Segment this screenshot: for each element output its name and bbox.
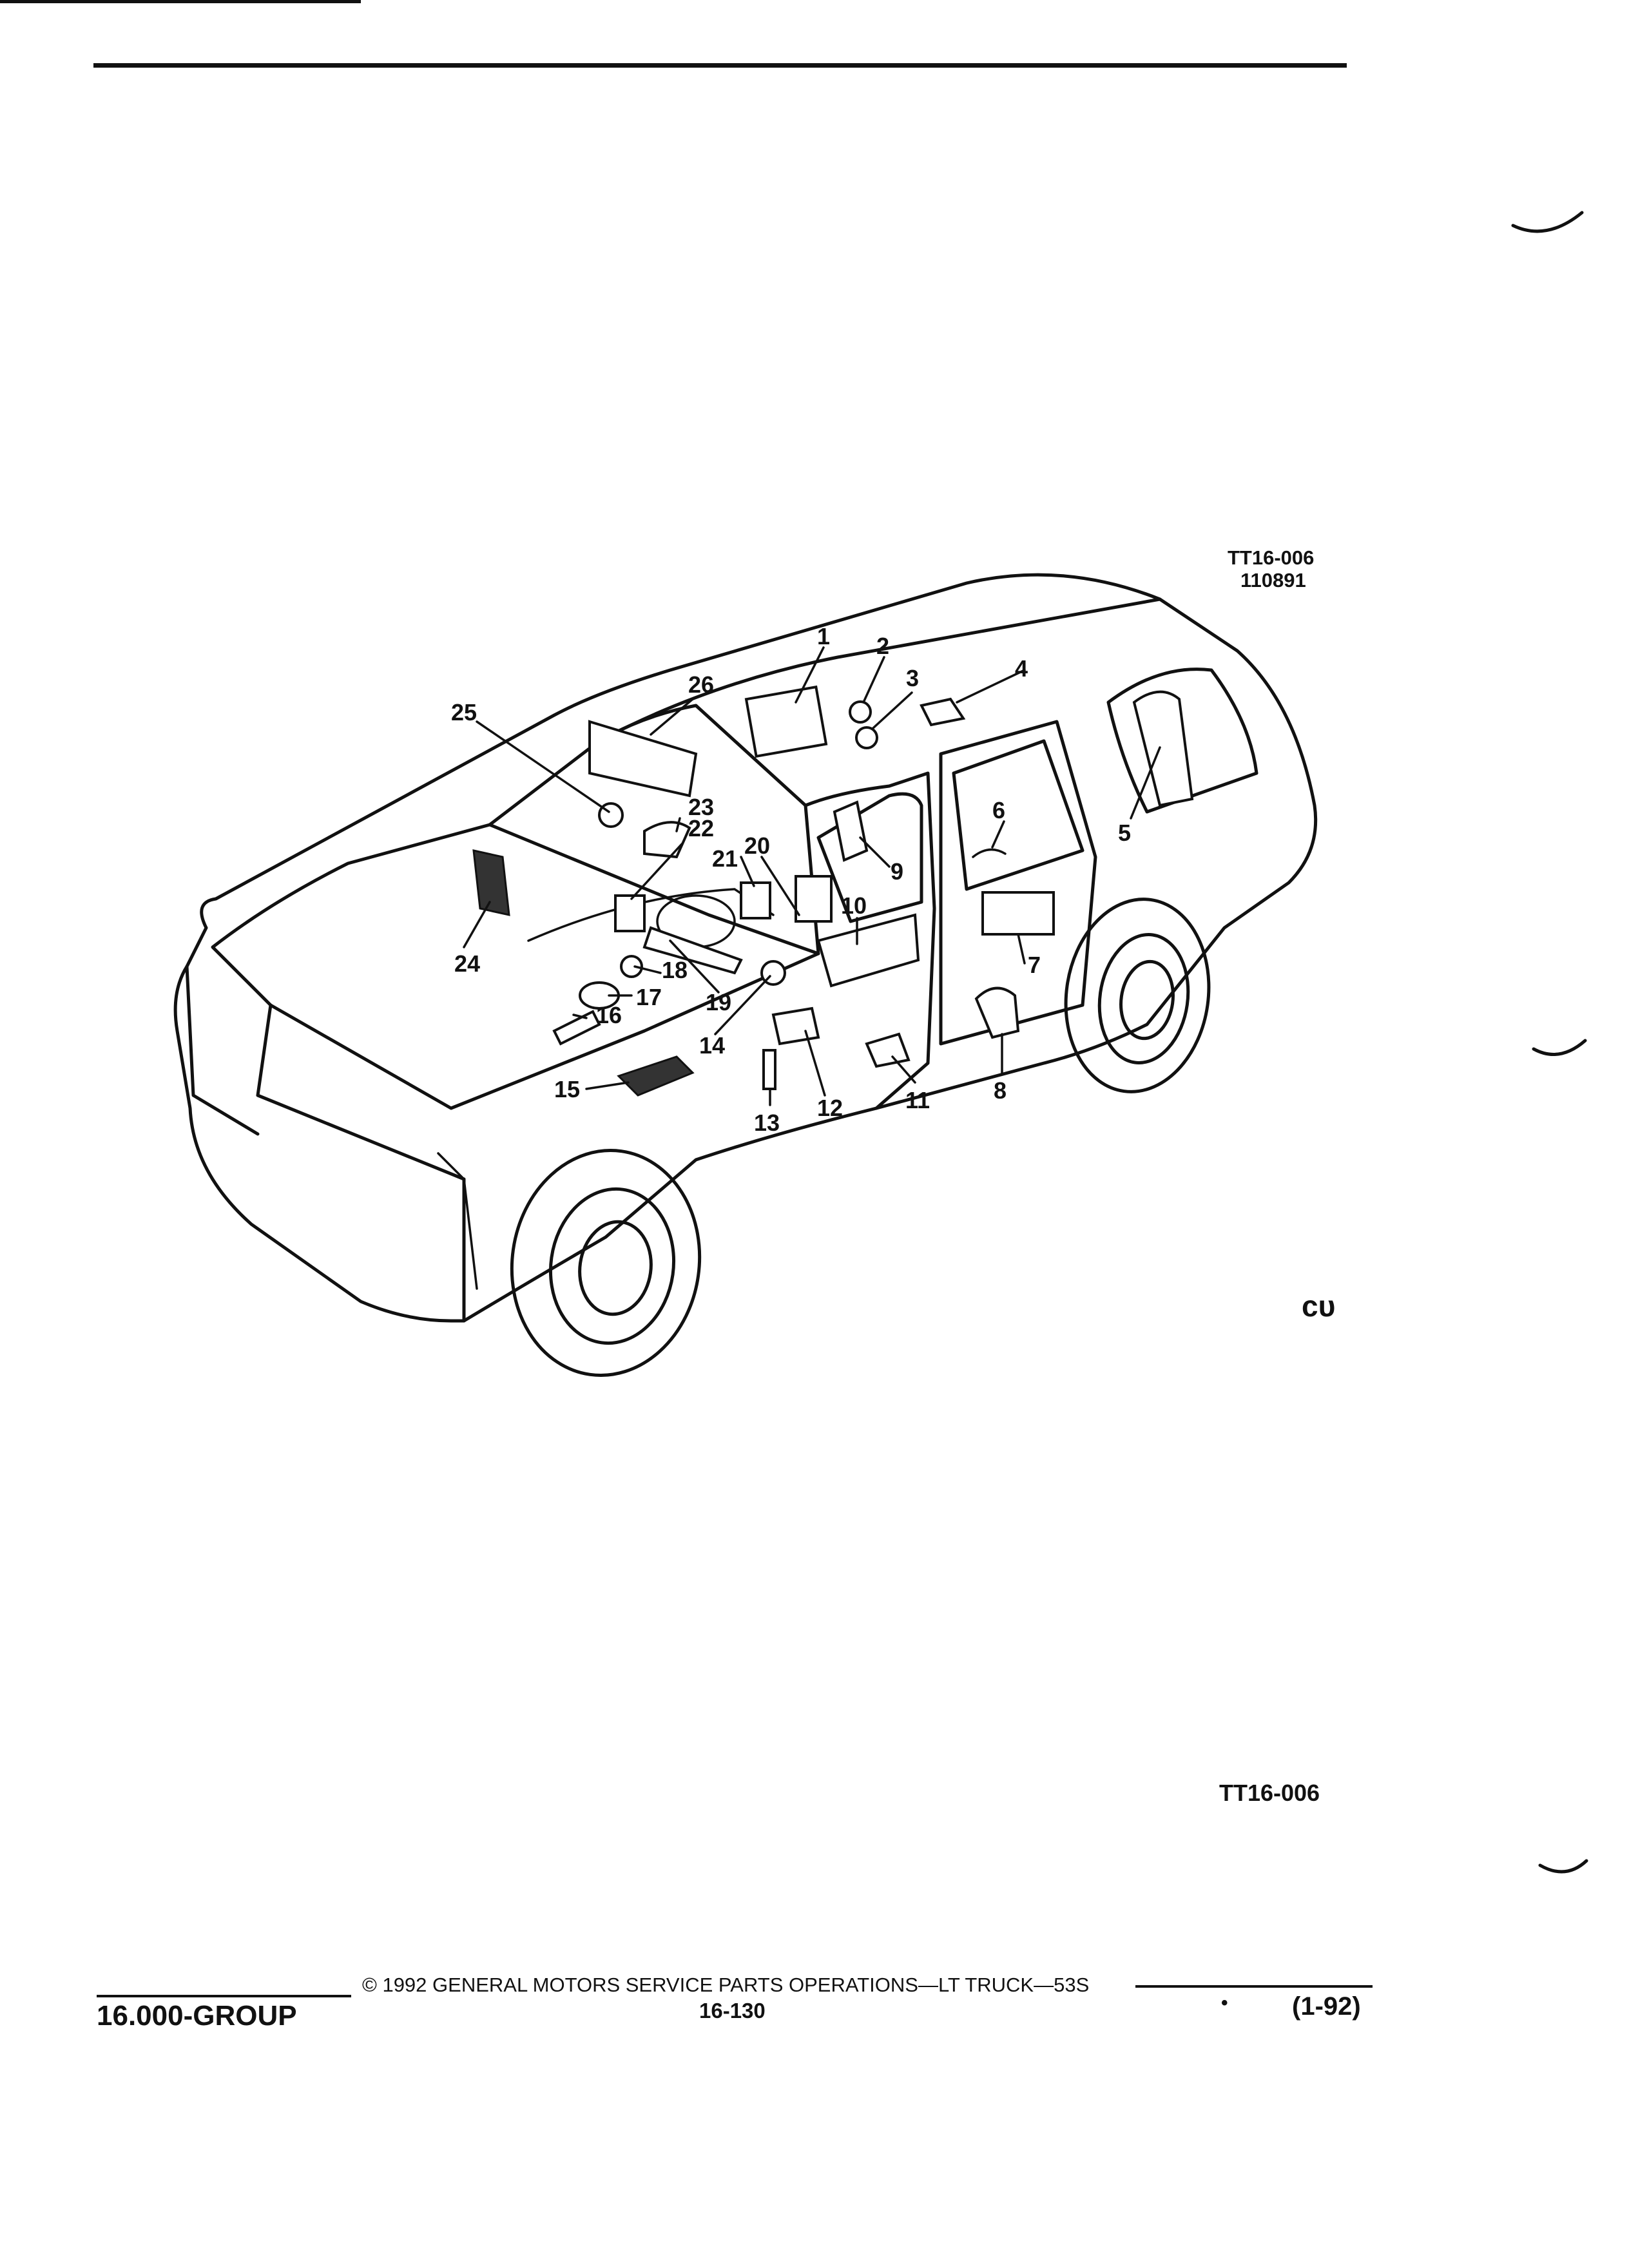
callout-21: 21	[712, 845, 738, 872]
rear-wheel	[1064, 898, 1211, 1093]
part-3-bulb	[855, 726, 878, 749]
vehicle-body-outline	[173, 573, 1318, 1323]
footer-bullet: •	[1221, 1992, 1228, 2013]
part-1-dome-lamp	[744, 685, 828, 758]
part-22-switch	[614, 894, 646, 932]
part-2-bulb	[849, 700, 872, 724]
part-8-actuator	[974, 986, 1020, 1039]
callout-16: 16	[596, 1002, 622, 1028]
figure-code-bottom: TT16-006	[1219, 1780, 1320, 1806]
part-9-bezel	[833, 800, 869, 862]
callout-8: 8	[994, 1077, 1007, 1104]
part-15-pad	[617, 1055, 695, 1097]
hood-outline	[211, 823, 820, 1110]
bumper-line	[437, 1152, 478, 1290]
footer-page-number: 16-130	[699, 1999, 766, 2023]
front-fender-outline	[256, 1003, 466, 1323]
front-window-outline	[816, 792, 923, 923]
part-10-switch-panel	[816, 913, 920, 988]
callout-1: 1	[817, 623, 830, 649]
grille-outline	[185, 965, 260, 1136]
callout-23: 23	[688, 794, 714, 820]
figure-code: TT16-006	[1228, 546, 1315, 569]
part-5-weatherstrip	[1132, 690, 1194, 807]
callout-5: 5	[1118, 820, 1131, 846]
part-16-switch	[552, 1010, 601, 1046]
part-26-console	[588, 720, 698, 798]
callout-24: 24	[454, 950, 480, 977]
part-19-column-switch	[642, 926, 743, 975]
callout-20: 20	[744, 832, 770, 859]
footer-revision: (1-92)	[1292, 1992, 1361, 2021]
margin-mark	[1511, 211, 1584, 233]
callout-25: 25	[451, 699, 477, 726]
part-11-lamp	[865, 1032, 911, 1068]
quarter-window-outline	[1106, 668, 1258, 814]
callout-6: 6	[992, 797, 1005, 823]
footer-rule-left	[97, 1995, 351, 1997]
footer-copyright: © 1992 GENERAL MOTORS SERVICE PARTS OPER…	[362, 1974, 1090, 1996]
callout-3: 3	[906, 665, 919, 691]
callout-22: 22	[688, 815, 714, 841]
gm-mark: ᴄᴜ	[1302, 1289, 1336, 1323]
roof-line	[597, 597, 1162, 743]
callout-labels: 1 2 3 4 5 6 7 8 9 10 11 12 13 14 15 16 1…	[451, 623, 1131, 1136]
callout-17: 17	[636, 984, 662, 1010]
margin-mark	[1538, 1859, 1588, 1874]
part-4-clip	[920, 697, 966, 727]
callout-19: 19	[706, 989, 731, 1015]
callout-10: 10	[841, 892, 867, 919]
callout-12: 12	[817, 1095, 843, 1121]
part-18-washer	[620, 955, 643, 978]
part-23-lamp	[643, 821, 691, 859]
part-12-bracket	[771, 1006, 820, 1046]
part-13-fastener	[762, 1049, 776, 1090]
header-rule-short	[0, 0, 361, 3]
callout-9: 9	[891, 858, 903, 885]
margin-mark	[1532, 1039, 1587, 1056]
part-24-bezel	[472, 849, 510, 916]
callout-26: 26	[688, 671, 714, 698]
part-20-switch	[795, 875, 833, 923]
footer-rule-right	[1135, 1985, 1373, 1988]
front-wheel	[510, 1149, 702, 1377]
header-rule	[93, 63, 1347, 68]
callout-11: 11	[905, 1087, 930, 1113]
callout-4: 4	[1015, 655, 1028, 682]
callout-7: 7	[1028, 952, 1041, 978]
callout-2: 2	[876, 633, 889, 659]
callout-18: 18	[662, 957, 688, 983]
figure-date: 110891	[1240, 569, 1306, 591]
footer-group: 16.000-GROUP	[97, 2000, 297, 2032]
part-21-switch	[740, 881, 771, 919]
front-door-outline	[804, 771, 936, 1110]
part-6-clip	[972, 848, 1007, 858]
rear-window-outline	[952, 739, 1084, 891]
part-7-switch-panel	[981, 891, 1055, 936]
leader-lines	[463, 646, 1161, 1106]
callout-13: 13	[754, 1110, 780, 1136]
callout-15: 15	[554, 1076, 580, 1102]
callout-14: 14	[699, 1032, 725, 1059]
